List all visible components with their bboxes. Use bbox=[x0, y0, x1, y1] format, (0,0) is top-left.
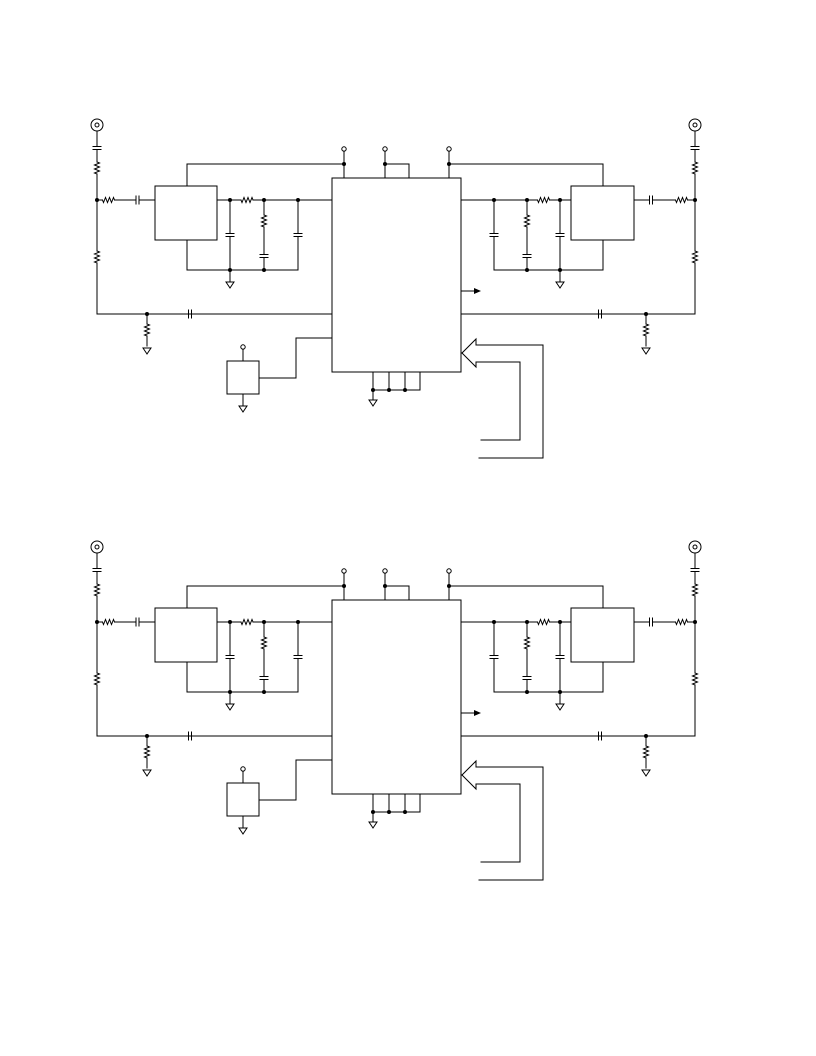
junction-dot bbox=[403, 810, 407, 814]
coax-connector-icon bbox=[692, 122, 698, 128]
wire bbox=[384, 163, 410, 179]
resistor-symbol bbox=[691, 672, 699, 686]
resistor-symbol bbox=[523, 636, 531, 650]
coax-connector-icon bbox=[94, 544, 100, 550]
regulator-block bbox=[226, 782, 260, 817]
ground-symbol bbox=[225, 703, 235, 711]
resistor-symbol bbox=[240, 618, 254, 626]
main-ic-block bbox=[331, 599, 462, 795]
resistor-symbol bbox=[101, 196, 116, 204]
resistor-symbol bbox=[674, 196, 689, 204]
bus-arrow bbox=[461, 774, 521, 863]
ground-symbol bbox=[225, 281, 235, 289]
resistor-symbol bbox=[93, 583, 101, 597]
resistor-symbol bbox=[93, 250, 101, 264]
coax-connector-icon bbox=[692, 544, 698, 550]
resistor-symbol bbox=[674, 618, 689, 626]
resistor-symbol bbox=[536, 618, 551, 626]
regulator-block bbox=[226, 360, 260, 395]
junction-dot bbox=[387, 810, 391, 814]
resistor-symbol bbox=[642, 323, 650, 337]
ground-symbol bbox=[142, 769, 152, 777]
resistor-symbol bbox=[691, 250, 699, 264]
resistor-symbol bbox=[93, 672, 101, 686]
coax-connector-icon bbox=[90, 118, 104, 132]
resistor-symbol bbox=[691, 161, 699, 175]
main-ic-block bbox=[331, 177, 462, 373]
resistor-symbol bbox=[536, 196, 551, 204]
ground-symbol bbox=[641, 769, 651, 777]
junction-dot bbox=[387, 388, 391, 392]
ground-symbol bbox=[555, 703, 565, 711]
resistor-symbol bbox=[143, 323, 151, 337]
wire bbox=[258, 759, 333, 801]
wire bbox=[384, 585, 410, 601]
resistor-symbol bbox=[101, 618, 116, 626]
resistor-symbol bbox=[523, 214, 531, 228]
wire bbox=[258, 337, 333, 379]
junction-dot bbox=[403, 388, 407, 392]
coax-connector-icon bbox=[688, 540, 702, 554]
arrow-head-icon bbox=[474, 710, 481, 716]
bus-arrow bbox=[461, 759, 544, 881]
coax-connector-icon bbox=[90, 540, 104, 554]
ground-symbol bbox=[555, 281, 565, 289]
bus-arrow bbox=[461, 352, 521, 441]
resistor-symbol bbox=[93, 161, 101, 175]
resistor-symbol bbox=[260, 636, 268, 650]
resistor-symbol bbox=[260, 214, 268, 228]
bus-arrow bbox=[461, 337, 544, 459]
resistor-symbol bbox=[691, 583, 699, 597]
left-amp-block bbox=[154, 185, 218, 241]
arrow-head-icon bbox=[474, 288, 481, 294]
ground-symbol bbox=[641, 347, 651, 355]
coax-connector-icon bbox=[688, 118, 702, 132]
right-amp-block bbox=[570, 607, 635, 663]
schematic-figure-1 bbox=[90, 118, 702, 459]
resistor-symbol bbox=[143, 745, 151, 759]
resistor-symbol bbox=[240, 196, 254, 204]
left-amp-block bbox=[154, 607, 218, 663]
right-amp-block bbox=[570, 185, 635, 241]
resistor-symbol bbox=[642, 745, 650, 759]
ground-symbol bbox=[368, 821, 378, 829]
ground-symbol bbox=[142, 347, 152, 355]
ground-symbol bbox=[368, 399, 378, 407]
coax-connector-icon bbox=[94, 122, 100, 128]
schematic-figure-2 bbox=[90, 540, 702, 881]
ground-symbol bbox=[238, 405, 248, 413]
ground-symbol bbox=[238, 827, 248, 835]
